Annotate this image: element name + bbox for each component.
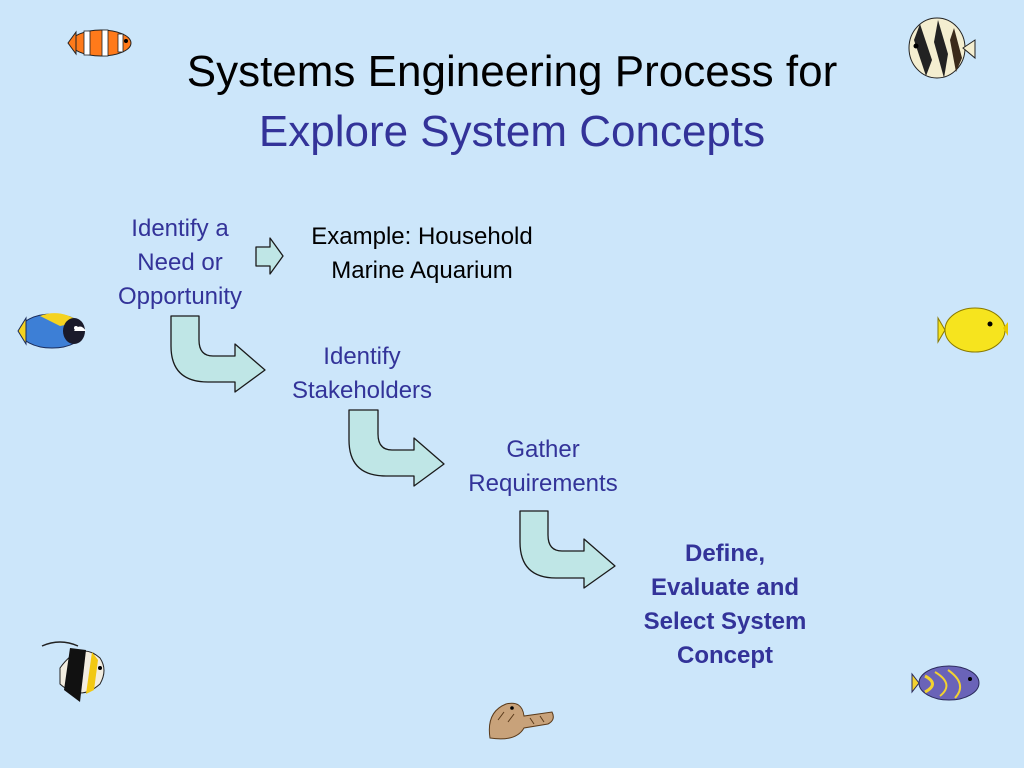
arrow-to-example xyxy=(255,237,284,275)
seahorse-icon xyxy=(488,702,554,740)
yellow-tang-icon xyxy=(937,307,1008,353)
slide-title: Systems Engineering Process for Explore … xyxy=(0,42,1024,162)
arrow-stakeholders-to-requirements xyxy=(348,409,445,487)
step-gather-requirements: Gather Requirements xyxy=(468,436,618,497)
moorish-idol-icon xyxy=(41,641,105,702)
example-note: Example: Household Marine Aquarium xyxy=(311,223,533,284)
step-identify-need: Identify a Need or Opportunity xyxy=(117,215,243,310)
arrow-need-to-stakeholders xyxy=(170,315,266,393)
step-identify-stakeholders: Identify Stakeholders xyxy=(291,343,433,404)
angelfish-icon xyxy=(911,665,980,701)
arrow-requirements-to-define xyxy=(519,510,616,589)
butterflyfish-icon xyxy=(908,17,976,79)
blue-tang-icon xyxy=(17,313,86,349)
title-line-2: Explore System Concepts xyxy=(258,107,766,156)
title-line-1: Systems Engineering Process for xyxy=(186,47,838,96)
clownfish-icon xyxy=(67,29,132,57)
step-define-concept: Define, Evaluate and Select System Conce… xyxy=(643,540,807,669)
